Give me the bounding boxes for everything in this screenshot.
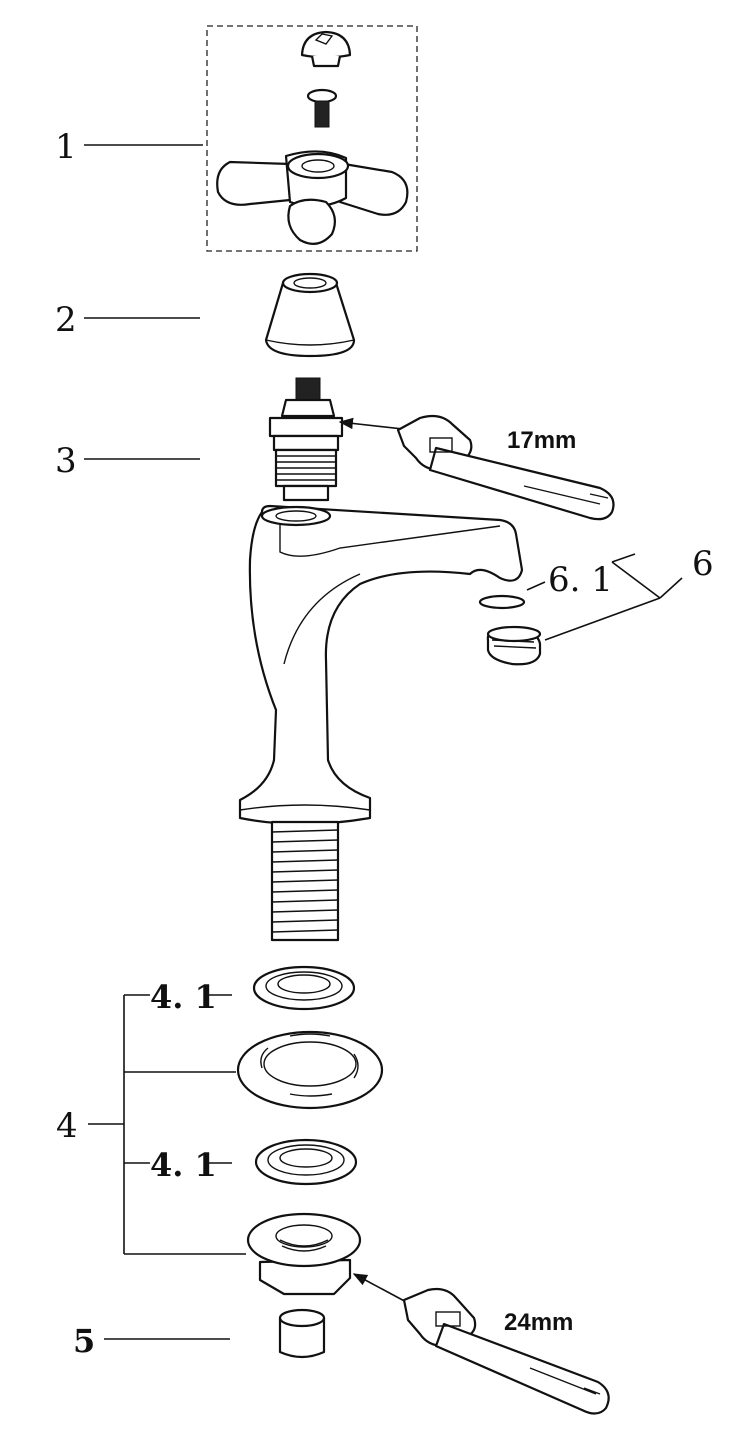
- wrench-top-size-label: 17mm: [507, 427, 576, 454]
- label-part-6: 6: [692, 544, 714, 584]
- cross-handle: [216, 150, 409, 245]
- handle-assembly: [206, 25, 418, 252]
- wrench-24mm-icon: [352, 1273, 610, 1415]
- label-part-3: 3: [55, 441, 77, 481]
- label-part-6-1: 6. 1: [548, 560, 613, 600]
- hex-nut: [246, 1212, 362, 1296]
- handle-cap: [300, 30, 352, 68]
- aerator-washer: [478, 594, 526, 610]
- label-part-4-1-top: 4. 1: [150, 978, 217, 1016]
- handle-group-box: [206, 25, 418, 252]
- handle-screw: [306, 88, 338, 128]
- sleeve: [278, 1308, 326, 1359]
- label-part-5: 5: [73, 1322, 95, 1360]
- valve-cartridge: [268, 377, 344, 502]
- faucet-body: [238, 504, 524, 942]
- locking-plate: [236, 1030, 384, 1110]
- wrench-17mm-icon: [338, 414, 615, 521]
- cover-shroud: [264, 272, 356, 358]
- washer-4-1-top: [252, 965, 356, 1011]
- wrench-bottom-size-label: 24mm: [504, 1309, 573, 1336]
- leader-lines: [84, 144, 683, 1340]
- label-part-4: 4: [56, 1106, 78, 1146]
- aerator: [486, 625, 542, 666]
- label-part-4-1-bottom: 4. 1: [150, 1146, 217, 1184]
- label-part-2: 2: [55, 300, 77, 340]
- washer-4-1-bottom: [254, 1138, 358, 1186]
- label-part-1: 1: [55, 127, 77, 167]
